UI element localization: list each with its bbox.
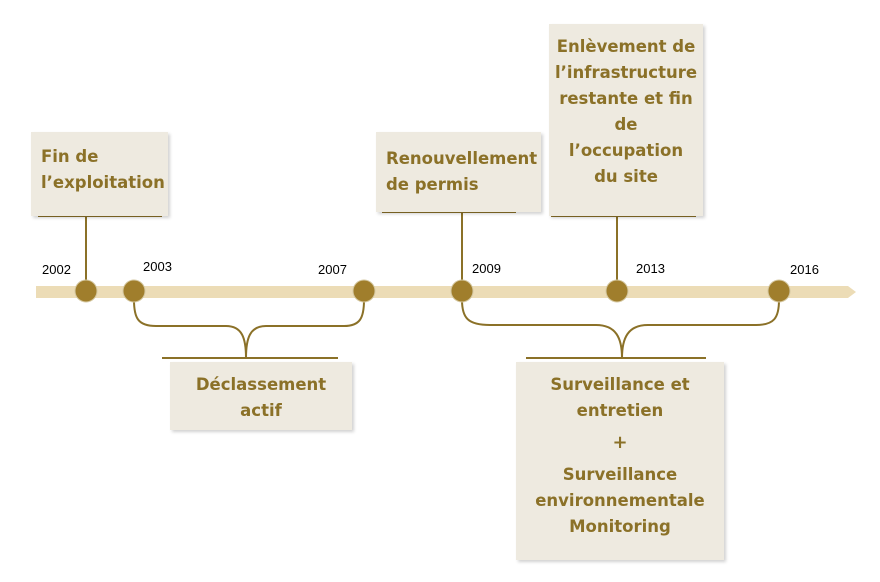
event-enlevement-line-1: Enlèvement de (556, 37, 696, 56)
event-box-renouvellement: Renouvellement de permis (376, 132, 541, 212)
event-box-fin-exploitation: Fin de l’exploitation (31, 132, 168, 216)
event-enlevement-line-6: du site (594, 167, 658, 186)
dot-2009 (450, 279, 474, 303)
event-fin-line-1: Fin de (41, 147, 99, 166)
year-label-2013: 2013 (636, 261, 665, 276)
period-declassement-line-2: actif (240, 401, 282, 420)
dot-2003 (122, 279, 146, 303)
event-fin-line-2: l’exploitation (41, 173, 165, 192)
event-renouvellement-line-1: Renouvellement (386, 149, 538, 168)
dot-2002 (74, 279, 98, 303)
period-surveillance-line-2: entretien (576, 401, 664, 420)
dot-2007 (352, 279, 376, 303)
timeline-track (36, 286, 856, 298)
year-label-2016: 2016 (790, 262, 819, 277)
event-enlevement-line-4: de (614, 115, 638, 134)
period-surveillance-plus: + (612, 432, 628, 453)
period-surveillance-line-5: Monitoring (569, 517, 671, 536)
event-enlevement-line-2: l’infrastructure (554, 63, 698, 82)
year-label-2009: 2009 (472, 261, 501, 276)
event-box-enlevement: Enlèvement de l’infrastructure restante … (549, 24, 703, 216)
year-label-2002: 2002 (42, 262, 71, 277)
period-surveillance-line-1: Surveillance et (550, 375, 690, 394)
period-box-surveillance: Surveillance et entretien + Surveillance… (516, 362, 724, 560)
period-surveillance-line-4: environnementale (535, 491, 705, 510)
period-box-declassement: Déclassement actif (170, 362, 352, 430)
dot-2016 (767, 279, 791, 303)
period-surveillance-line-3: Surveillance (562, 465, 678, 484)
year-label-2007: 2007 (318, 262, 347, 277)
bracket-surveillance (461, 299, 780, 359)
period-declassement-line-1: Déclassement (195, 375, 327, 394)
bracket-declassement (133, 299, 365, 359)
event-enlevement-line-3: restante et fin (559, 89, 693, 108)
year-label-2003: 2003 (143, 259, 172, 274)
event-enlevement-line-5: l’occupation (568, 141, 684, 160)
dot-2013 (605, 279, 629, 303)
event-renouvellement-line-2: de permis (386, 175, 479, 194)
